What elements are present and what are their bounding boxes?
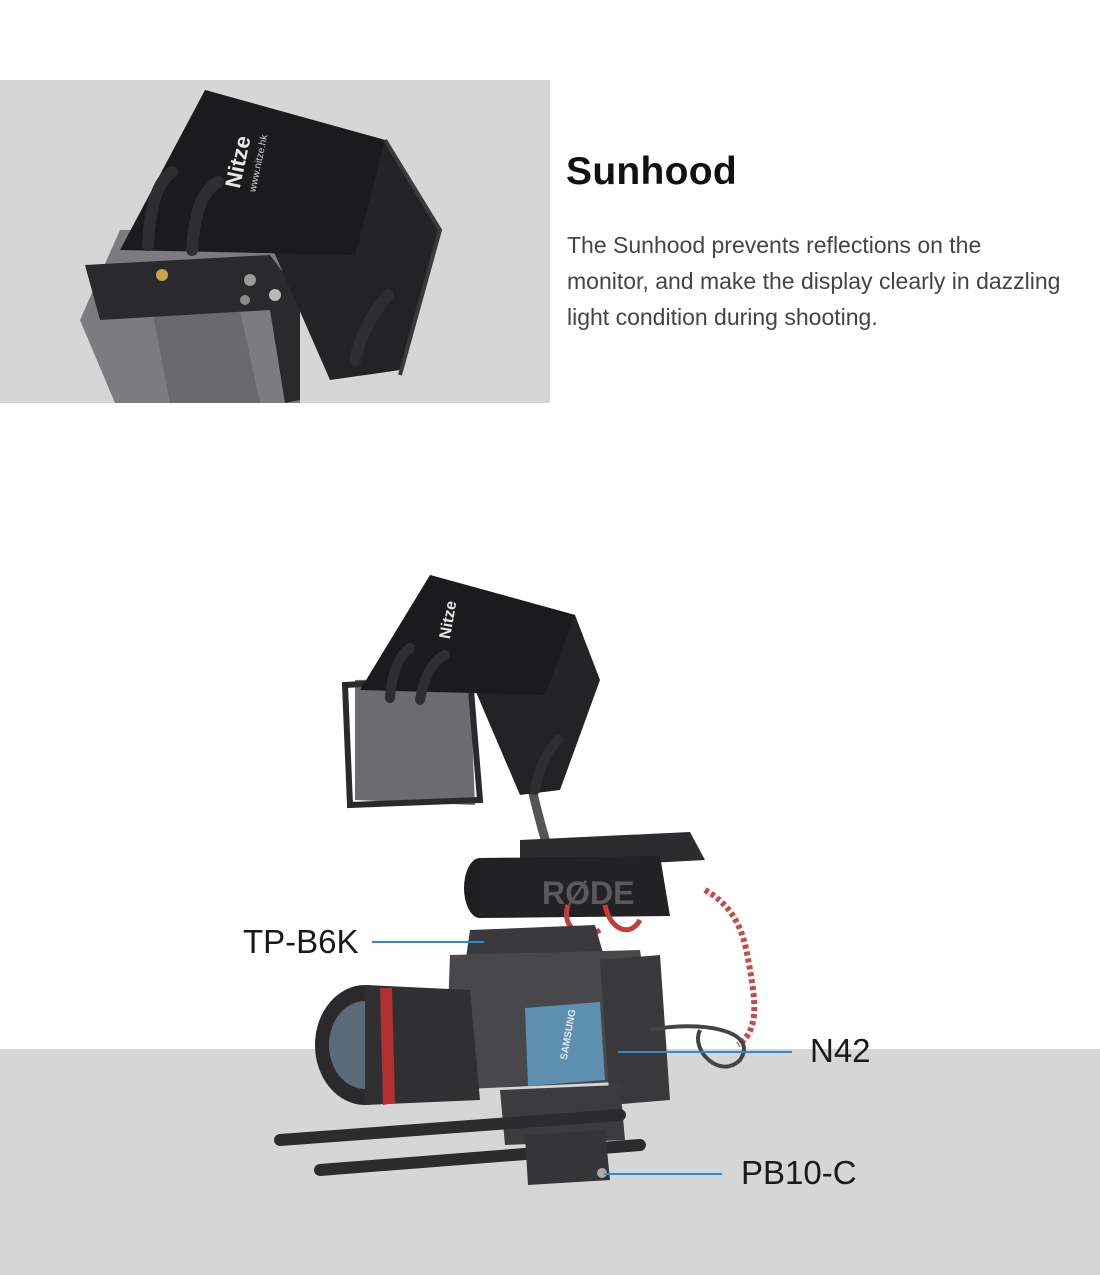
screw-icon xyxy=(156,269,168,281)
mic-brand-text: RØDE xyxy=(542,875,634,911)
cage-frame xyxy=(85,255,300,403)
sunhood-illustration: Nitze www.nitze.hk xyxy=(80,90,443,403)
coiled-mic-cable xyxy=(703,887,758,1048)
callout-line-tp-b6k xyxy=(372,941,484,943)
velcro-strap-left xyxy=(142,166,178,251)
screw-icon xyxy=(269,289,281,301)
side-cage xyxy=(600,955,670,1105)
rod-clamp xyxy=(525,1130,610,1185)
hood-rim xyxy=(383,138,443,376)
velcro-strap-right xyxy=(349,289,394,366)
sunhood-product-photo: Nitze www.nitze.hk xyxy=(0,80,550,403)
section-title: Sunhood xyxy=(566,150,738,193)
screw-icon xyxy=(240,295,250,305)
velcro-strap-middle xyxy=(186,176,224,256)
samsung-ssd xyxy=(525,1002,605,1086)
camera-rig-illustration: RØDE SAMSUNG Nitze xyxy=(274,575,758,1185)
small-hood-top xyxy=(360,575,575,695)
lens-red-ring xyxy=(380,988,395,1105)
rod-upper xyxy=(274,1109,626,1146)
screw-icon xyxy=(244,274,256,286)
callout-label-n42: N42 xyxy=(810,1032,871,1069)
screw-icon xyxy=(597,1168,607,1178)
monitor-battery xyxy=(150,300,260,403)
callout-line-pb10-c xyxy=(604,1173,722,1175)
section-description: The Sunhood prevents reflections on the … xyxy=(567,232,1061,330)
hood-top xyxy=(120,90,385,255)
microphone-body xyxy=(480,856,670,918)
callout-label-pb10-c: PB10-C xyxy=(741,1154,857,1191)
small-monitor-body xyxy=(355,678,475,805)
callout-label-tp-b6k: TP-B6K xyxy=(243,923,359,960)
small-nitze-logo: Nitze xyxy=(437,600,460,641)
callout-line-n42 xyxy=(618,1051,792,1053)
